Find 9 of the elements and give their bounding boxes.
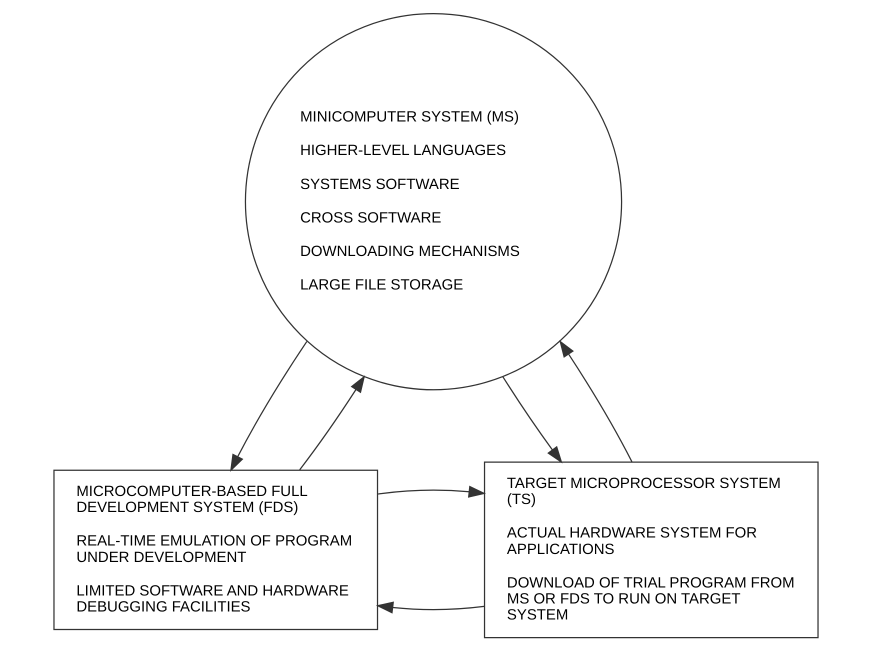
arrow xyxy=(230,341,308,472)
arrow xyxy=(299,375,366,470)
node-box: TARGET MICROPROCESSOR SYSTEM (TS) ACTUAL HARDWARE SYSTEM FOR APPLICATIONS DOWNLOAD OF TRIAL PROGRAM FROM MS OR FDS TO RUN ON TARGET SYSTEM xyxy=(484,462,819,638)
arrow xyxy=(502,376,562,464)
node-circle: MINICOMPUTER SYSTEM (MS) HIGHER-LEVEL LANGUAGES SYSTEMS SOFTWARE CROSS SOFTWARE DOWNLOADING MECHANISMS LARGE FILE STORAGE xyxy=(244,12,622,390)
node-box: MICROCOMPUTER-BASED FULL DEVELOPMENT SYSTEM (FDS) REAL-TIME EMULATION OF PROGRAM UNDER DEVELOPMENT LIMITED SOFTWARE AND HARDWARE DEBUGGING FACILITIES xyxy=(53,470,378,630)
arrow xyxy=(559,340,632,462)
arrow xyxy=(376,602,484,614)
arrow xyxy=(378,486,486,498)
